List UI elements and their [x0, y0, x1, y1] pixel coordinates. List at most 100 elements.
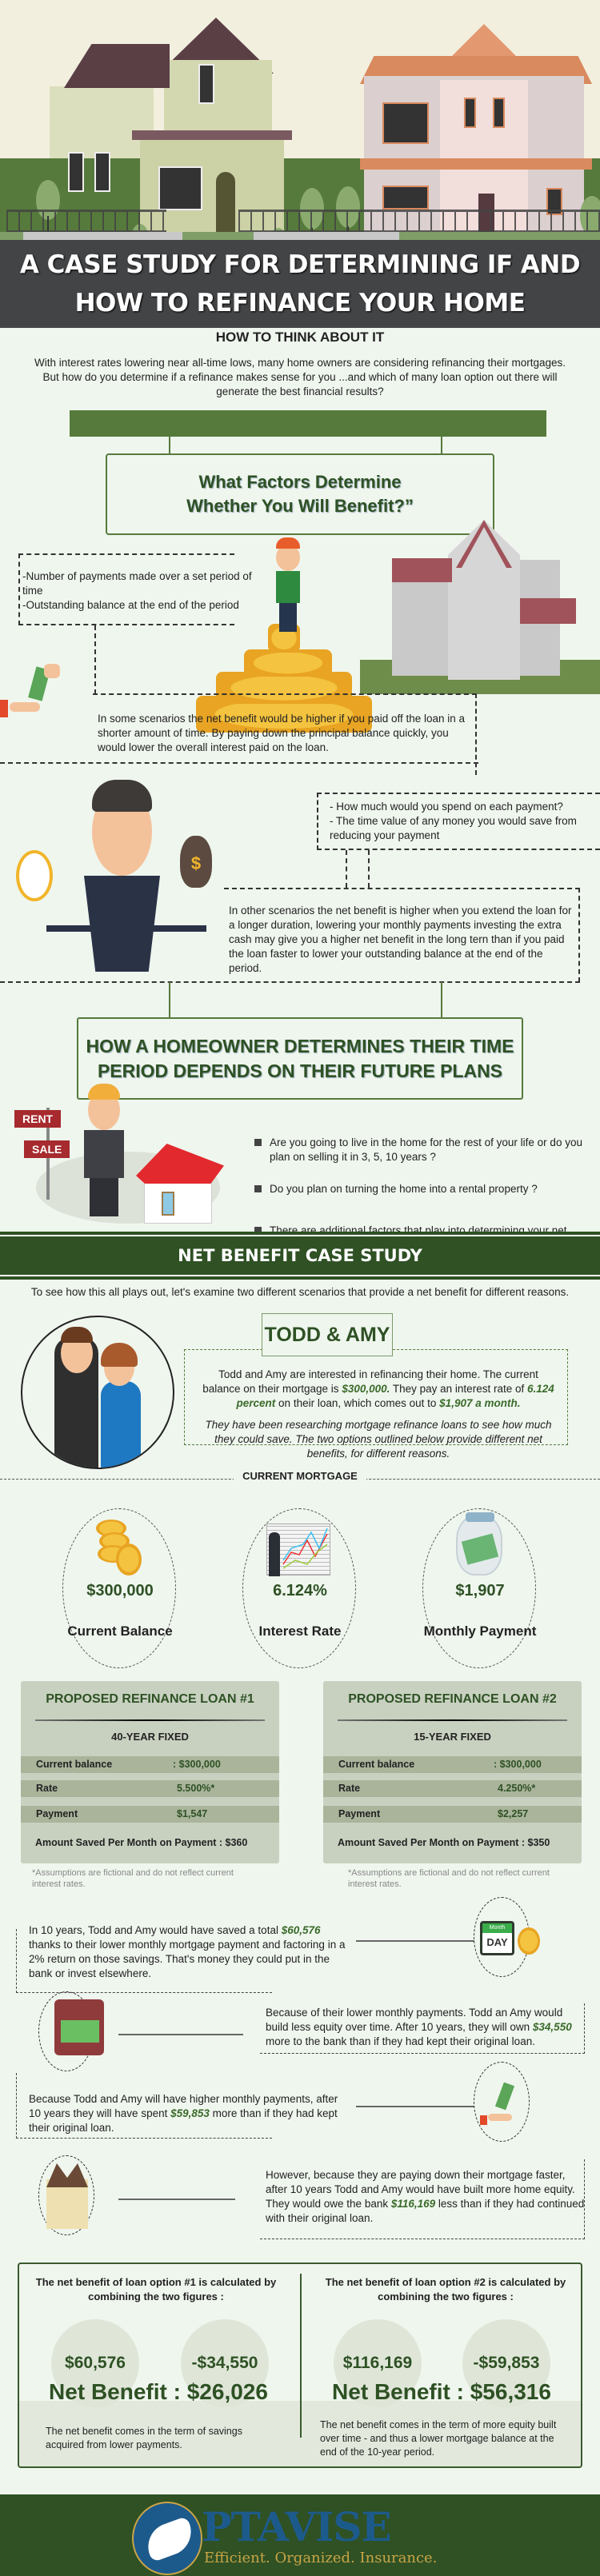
red-roof-house-icon: [136, 1144, 224, 1224]
window: [493, 98, 505, 128]
loan-title: PROPOSED REFINANCE LOAN #1: [46, 1692, 254, 1706]
brand-tagline: Efficient. Organized. Insurance.: [204, 2550, 438, 2566]
loan-row: Payment$2,257: [323, 1806, 582, 1823]
stat-oval: [62, 1508, 176, 1668]
loan-subtitle: 40-YEAR FIXED: [111, 1731, 189, 1743]
happy-man-icon: [268, 537, 308, 635]
house-left-wing: [50, 86, 154, 158]
stat-label-balance: Current Balance: [67, 1623, 173, 1639]
stat-value-balance: $300,000: [86, 1582, 154, 1600]
factor-list-2: - How much would you spend on each payme…: [330, 801, 577, 841]
money-bag-icon: $: [180, 836, 212, 888]
loan-footnote: *Assumptions are fictional and do not re…: [32, 1868, 234, 1889]
couple-avatar: [21, 1316, 174, 1469]
story-icon-circle: [474, 2062, 530, 2142]
brand-name: PTAVISE: [202, 2503, 392, 2550]
summary-title-1: The net benefit of loan option #1 is cal…: [35, 2276, 277, 2302]
fence-left: [6, 210, 166, 232]
rent-sign: RENT: [14, 1110, 62, 1128]
case-study-band: NET BENEFIT CASE STUDY: [0, 1235, 600, 1276]
net-benefit-1: Net Benefit : $26,026: [49, 2379, 268, 2404]
section-heading: HOW TO THINK ABOUT IT: [215, 329, 385, 345]
businessman-balance-icon: $: [16, 772, 212, 972]
couple-text: Todd and Amy are interested in refinanci…: [202, 1368, 554, 1409]
plans-bullet: Are you going to live in the home for th…: [254, 1136, 590, 1164]
figure-oval: -$59,853: [462, 2319, 550, 2407]
case-study-intro: To see how this all plays out, let's exa…: [30, 1286, 570, 1298]
loan-footnote: *Assumptions are fictional and do not re…: [348, 1868, 550, 1889]
scenario-long-text: In other scenarios the net benefit is hi…: [229, 905, 572, 974]
window: [68, 152, 84, 192]
briefcase-money-icon: [54, 1999, 104, 2055]
fence-right: [238, 210, 600, 232]
loan-subtitle: 15-YEAR FIXED: [414, 1731, 491, 1743]
window: [382, 186, 429, 210]
house-left-door: [216, 172, 235, 236]
window: [198, 64, 214, 104]
net-benefit-2: Net Benefit : $56,316: [332, 2379, 551, 2404]
scenario-short-box: [93, 693, 477, 775]
couple-italic-text: They have been researching mortgage refi…: [205, 1419, 552, 1460]
gray-house-icon: [360, 520, 600, 694]
loan-card-2: PROPOSED REFINANCE LOAN #2 15-YEAR FIXED…: [323, 1681, 582, 1863]
house-left-roof-wing: [64, 44, 170, 88]
footer: [0, 2494, 600, 2576]
story-text: In 10 years, Todd and Amy would have sav…: [29, 1924, 346, 1979]
hand-cash-icon: [480, 2082, 524, 2125]
brand-logo-icon: [132, 2502, 202, 2575]
sidewalk: [254, 232, 399, 240]
coin-pile-icon: [196, 624, 372, 733]
factor-list-1: -Number of payments made over a set peri…: [22, 570, 252, 611]
loan-row: Payment$1,547: [21, 1806, 279, 1823]
story-text: Because Todd and Amy will have higher mo…: [29, 2093, 338, 2134]
summary-title-2: The net benefit of loan option #2 is cal…: [325, 2276, 566, 2302]
scenario-short-text: In some scenarios the net benefit would …: [98, 713, 466, 753]
window: [382, 102, 429, 144]
summary-footnote-1: The net benefit comes in the term of sav…: [46, 2426, 242, 2450]
figure-oval: $60,576: [51, 2319, 139, 2407]
plans-bullet: Do you plan on turning the home into a r…: [254, 1182, 590, 1196]
money-jar-icon: [456, 1512, 502, 1576]
story-text: Because of their lower monthly payments.…: [266, 2007, 572, 2047]
story-icon-circle: [38, 2155, 94, 2235]
chart-presenter-icon: [266, 1524, 330, 1576]
sidewalk: [23, 232, 182, 240]
story-text: However, because they are paying down th…: [266, 2169, 585, 2224]
factor-list-2-box: [317, 793, 600, 850]
green-bar: [70, 410, 546, 437]
figure-oval: $116,169: [334, 2319, 422, 2407]
hero-illustration: [0, 0, 600, 240]
current-mortgage-label: CURRENT MORTGAGE: [234, 1470, 366, 1482]
house-icon: [46, 2163, 88, 2229]
scenario-long-box: [224, 888, 580, 982]
loan-saved: Amount Saved Per Month on Payment : $350: [338, 1837, 550, 1848]
stat-oval: [422, 1508, 536, 1668]
hand-cash-icon: [0, 656, 60, 720]
house-left-porch: [132, 130, 292, 140]
figure-oval: -$34,550: [181, 2319, 269, 2407]
stat-value-rate: 6.124%: [273, 1582, 327, 1600]
coins-icon: [518, 1927, 540, 1955]
loan-row: Current balance: $300,000: [21, 1756, 279, 1773]
window: [464, 98, 476, 128]
summary-footnote-2: The net benefit comes in the term of mor…: [320, 2419, 557, 2458]
house-right-porch-roof: [360, 158, 592, 170]
stat-label-payment: Monthly Payment: [423, 1623, 537, 1639]
agent-man-icon: [80, 1084, 128, 1220]
window: [158, 166, 202, 210]
clock-icon: [16, 850, 53, 901]
calendar-icon: Month DAY: [480, 1921, 514, 1955]
stat-value-payment: $1,907: [455, 1582, 505, 1600]
intro-text: With interest rates lowering near all-ti…: [34, 357, 566, 397]
loan-card-1: PROPOSED REFINANCE LOAN #1 40-YEAR FIXED…: [21, 1681, 279, 1863]
window: [94, 152, 110, 192]
